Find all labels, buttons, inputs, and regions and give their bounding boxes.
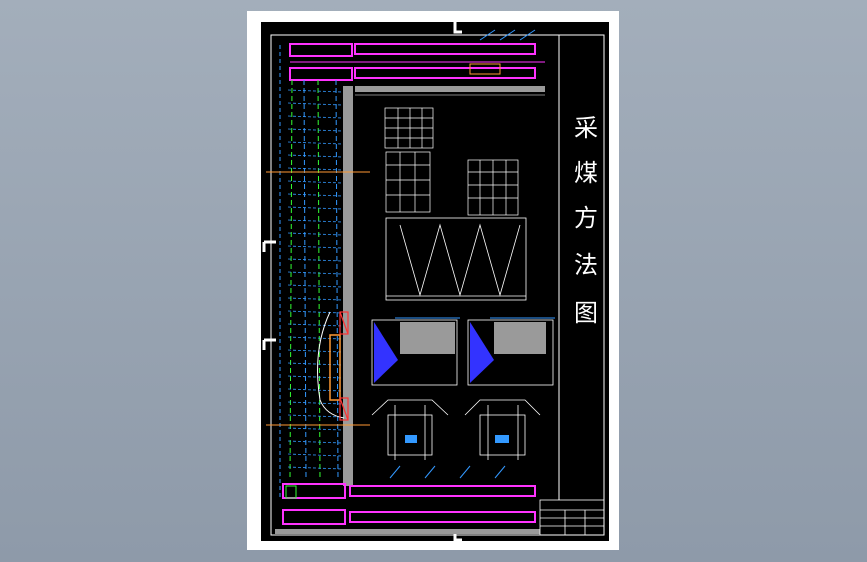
support-detail-2 bbox=[467, 159, 519, 216]
title-block bbox=[539, 499, 605, 536]
upper-gateroad bbox=[289, 29, 545, 81]
lower-gateroad bbox=[282, 465, 536, 525]
shearer-body bbox=[329, 334, 341, 401]
title-char-4: 法 bbox=[574, 251, 598, 279]
bottom-roadway bbox=[275, 529, 540, 534]
section-view-1 bbox=[371, 317, 460, 386]
drawing-frame bbox=[270, 34, 605, 536]
title-char-2: 煤 bbox=[574, 159, 598, 187]
registration-marks bbox=[262, 22, 462, 542]
title-char-1: 采 bbox=[574, 114, 598, 142]
longwall-face bbox=[279, 45, 339, 500]
title-char-3: 方 bbox=[574, 204, 598, 232]
cutting-cycle-diagram bbox=[385, 217, 527, 301]
title-char-5: 图 bbox=[574, 299, 598, 327]
top-roadway bbox=[355, 86, 545, 92]
roadway-section-2 bbox=[464, 399, 541, 460]
roadway-section-1 bbox=[371, 399, 449, 460]
face-crosslines bbox=[287, 89, 343, 470]
shearer-outline bbox=[317, 311, 345, 419]
section-lines bbox=[266, 171, 370, 426]
support-detail-1 bbox=[384, 107, 434, 213]
left-roadway bbox=[343, 86, 353, 486]
section-view-2 bbox=[467, 317, 555, 386]
drawing-sheet bbox=[261, 22, 609, 541]
